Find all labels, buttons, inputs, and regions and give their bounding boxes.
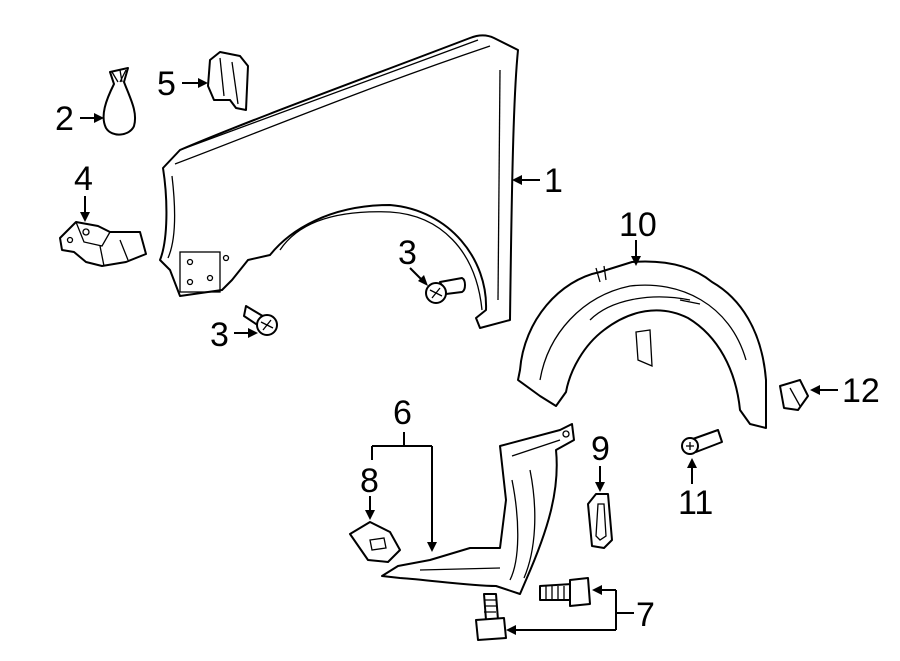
callout-3-lower: 3	[210, 316, 229, 354]
callout-6: 6	[393, 394, 412, 432]
part-5-bracket	[208, 52, 248, 110]
part-8-nut-clip	[350, 522, 400, 562]
callout-3-upper: 3	[398, 234, 417, 272]
part-2-boot	[104, 68, 136, 135]
part-3-bolt-a	[426, 278, 465, 303]
part-7-bolt-vertical	[476, 594, 506, 640]
part-12-clip	[780, 380, 808, 410]
part-11-screw	[682, 430, 722, 454]
part-4-mount	[60, 222, 146, 266]
part-9-ring	[588, 494, 612, 548]
callout-10: 10	[619, 206, 657, 244]
callout-5: 5	[157, 65, 176, 103]
callout-9: 9	[591, 430, 610, 468]
callout-11: 11	[678, 484, 713, 522]
callout-1: 1	[544, 162, 563, 200]
callout-8: 8	[360, 462, 379, 500]
callout-12: 12	[842, 372, 880, 410]
callout-7: 7	[636, 596, 655, 634]
part-7-bolt-horizontal	[540, 578, 590, 606]
callout-2: 2	[55, 100, 74, 138]
callout-4: 4	[74, 160, 93, 198]
part-6-splash-shield	[382, 424, 574, 594]
part-10-wheel-liner	[518, 262, 766, 428]
